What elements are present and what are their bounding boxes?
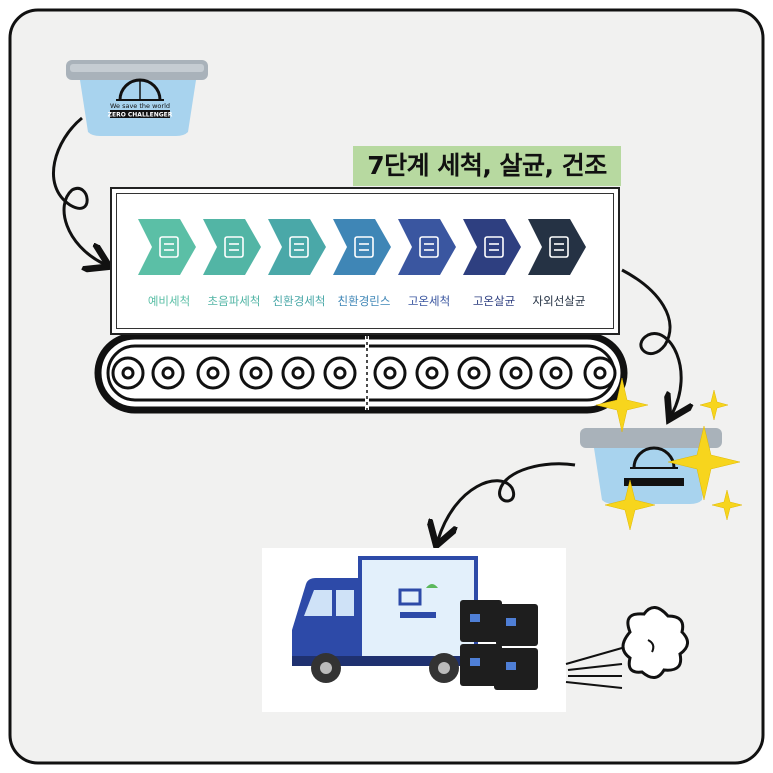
step-label: 고온살균 xyxy=(472,294,516,308)
step-label: 고온세척 xyxy=(407,294,451,308)
roller-hub xyxy=(206,366,220,380)
sterilizer-icon xyxy=(484,236,504,258)
curly-arrow-3 xyxy=(438,462,576,540)
step-label: 초음파세척 xyxy=(207,294,261,308)
step-label: 예비세척 xyxy=(147,294,191,308)
bottles-icon xyxy=(159,236,179,258)
step-label: 친환경세척 xyxy=(272,294,326,308)
roller-hub xyxy=(291,366,305,380)
hot-wash-icon xyxy=(419,236,439,258)
step-chevron xyxy=(333,219,391,275)
roller-hub xyxy=(593,366,607,380)
roller-hub xyxy=(249,366,263,380)
curly-arrow-1 xyxy=(52,116,104,264)
process-steps-graphic xyxy=(138,219,586,275)
page-title: 7단계 세척, 살균, 건조 xyxy=(367,151,607,180)
process-steps-inner xyxy=(116,193,614,329)
roller-hub xyxy=(161,366,175,380)
step-chevron xyxy=(268,219,326,275)
step-label: 친환경린스 xyxy=(337,294,391,308)
step-label: 자외선살균 xyxy=(532,294,586,308)
container-text-line2: ZERO CHALLENGER xyxy=(108,112,173,119)
crates xyxy=(460,600,538,690)
roller-hub xyxy=(549,366,563,380)
sparkles xyxy=(595,377,743,531)
exhaust-puff-icon xyxy=(565,606,689,689)
rinse-sprayer-icon xyxy=(354,236,374,258)
roller-hub xyxy=(425,366,439,380)
step-chevron xyxy=(528,219,586,275)
roller-hub xyxy=(467,366,481,380)
ultrasonic-tank-icon xyxy=(224,236,244,258)
curly-arrow-2 xyxy=(621,268,681,414)
step-chevron xyxy=(138,219,196,275)
step-chevron xyxy=(398,219,456,275)
roller-hub xyxy=(509,366,523,380)
process-steps-panel: 예비세척 초음파세척 친환경세척 친환경린스 고온세척 고온살균 자외선살균 xyxy=(110,187,620,335)
roller-hub xyxy=(333,366,347,380)
container-text-line1: We save the world xyxy=(110,102,170,110)
step-chevron xyxy=(463,219,521,275)
container-top-left: We save the world ZERO CHALLENGER xyxy=(66,60,208,136)
eco-wash-icon xyxy=(289,236,309,258)
step-chevron xyxy=(203,219,261,275)
roller-hub xyxy=(121,366,135,380)
truck-icon xyxy=(292,556,538,690)
title-banner: 7단계 세척, 살균, 건조 xyxy=(353,146,621,186)
conveyor-belt xyxy=(94,332,628,414)
uv-cabinet-icon xyxy=(549,236,569,258)
roller-hub xyxy=(383,366,397,380)
